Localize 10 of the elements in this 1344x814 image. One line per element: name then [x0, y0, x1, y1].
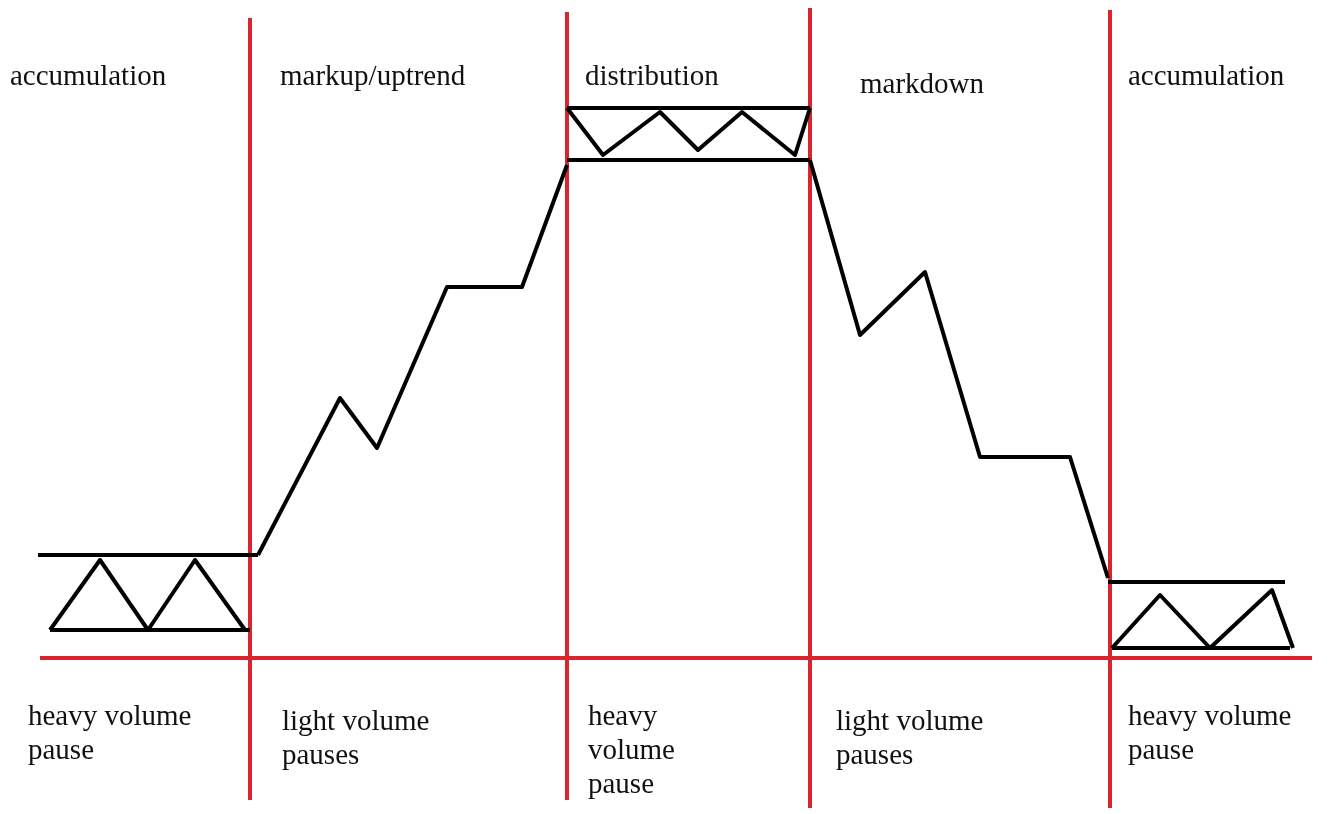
volume-note: light volume pauses — [836, 703, 985, 771]
volume-note: heavy volume pause — [588, 698, 676, 800]
phase-label: accumulation — [10, 58, 167, 92]
phase-label: markdown — [860, 66, 985, 100]
phase-label: distribution — [585, 58, 719, 92]
volume-note: heavy volume pause — [1128, 698, 1293, 766]
volume-note: heavy volume pause — [28, 698, 193, 766]
phase-label: markup/uptrend — [280, 58, 466, 92]
phase-label: accumulation — [1128, 58, 1285, 92]
volume-note: light volume pauses — [282, 703, 431, 771]
